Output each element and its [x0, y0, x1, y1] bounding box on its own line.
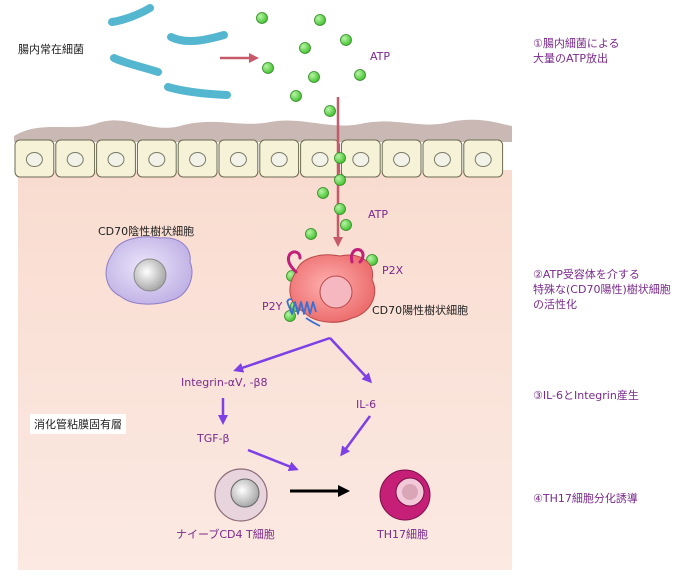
epithelial-cell-layer: [14, 139, 504, 178]
epithelial-nucleus: [66, 152, 84, 167]
epithelial-nucleus: [25, 152, 43, 167]
naive-t-cell-label: ナイーブCD4 T細胞: [176, 528, 275, 541]
atp-dot: [334, 174, 346, 186]
th17-label: TH17細胞: [377, 528, 428, 541]
step-3: ③IL-6とIntegrin産生: [533, 388, 639, 403]
atp-dot: [299, 42, 311, 54]
atp-label-top: ATP: [370, 50, 391, 63]
cd70-negative-dendritic-cell: [105, 236, 193, 305]
integrin-label: Integrin-αV, -β8: [181, 376, 268, 389]
atp-dot: [324, 105, 336, 117]
bacterium: [110, 54, 162, 76]
atp-dot: [262, 62, 274, 74]
atp-dot: [366, 254, 378, 266]
step-2-line-3: の活性化: [533, 298, 577, 311]
step-2-line-2: 特殊な(CD70陽性)樹状細胞: [533, 283, 671, 296]
signaling-arrows: [218, 336, 373, 472]
atp-dot: [334, 152, 346, 164]
epithelial-nucleus: [148, 152, 166, 167]
atp-dot: [284, 310, 296, 322]
step-4: ④TH17細胞分化誘導: [533, 491, 638, 506]
mucus-layer: [14, 119, 512, 142]
atp-dot: [340, 34, 352, 46]
tgf-label: TGF-β: [197, 432, 230, 445]
atp-dot: [334, 203, 346, 215]
step-3-line-1: ③IL-6とIntegrin産生: [533, 389, 639, 402]
naive-cd4-t-cell: [214, 468, 268, 522]
atp-dot: [317, 187, 329, 199]
bacterium: [164, 83, 231, 99]
step-1-line-2: 大量のATP放出: [533, 52, 609, 65]
p2y-receptor-icon: [286, 298, 321, 327]
epithelial-nucleus: [311, 152, 329, 167]
atp-dot: [305, 228, 317, 240]
step-1-line-1: ①腸内細菌による: [533, 37, 620, 50]
th17-cell: [379, 469, 431, 521]
bacteria-group: [108, 4, 231, 99]
commensal-bacteria-label: 腸内常在細菌: [18, 43, 84, 56]
p2x-label: P2X: [382, 264, 404, 277]
p2x-receptor-icon: [286, 248, 365, 274]
atp-dot: [340, 219, 352, 231]
step-1: ①腸内細菌による 大量のATP放出: [533, 36, 620, 66]
epithelial-nucleus: [393, 152, 411, 167]
atp-dot: [308, 71, 320, 83]
atp-dot: [354, 69, 366, 81]
lamina-propria-region: [18, 170, 512, 570]
p2y-label: P2Y: [262, 300, 283, 313]
atp-label-mid: ATP: [368, 208, 389, 221]
cd70-negative-dc-label: CD70陰性樹状細胞: [98, 225, 195, 238]
atp-dot: [256, 12, 268, 24]
atp-dot: [314, 14, 326, 26]
epithelial-nucleus: [270, 152, 288, 167]
cd70-positive-dendritic-cell: [289, 254, 376, 323]
epithelial-nucleus: [189, 152, 207, 167]
epithelial-nucleus: [352, 152, 370, 167]
bacterium: [167, 31, 228, 46]
atp-dot: [290, 90, 302, 102]
epithelial-nucleus: [433, 152, 451, 167]
step-2: ②ATP受容体を介する 特殊な(CD70陽性)樹状細胞 の活性化: [533, 267, 671, 312]
bacterium: [108, 4, 154, 26]
epithelial-nucleus: [107, 152, 125, 167]
epithelial-nucleus: [474, 152, 492, 167]
epithelial-nucleus: [229, 152, 247, 167]
step-2-line-1: ②ATP受容体を介する: [533, 268, 640, 281]
cd70-positive-dc-label: CD70陽性樹状細胞: [372, 304, 469, 317]
lamina-propria-label: 消化管粘膜固有層: [30, 414, 126, 434]
il6-label: IL-6: [356, 398, 377, 411]
step-4-line-1: ④TH17細胞分化誘導: [533, 492, 638, 505]
